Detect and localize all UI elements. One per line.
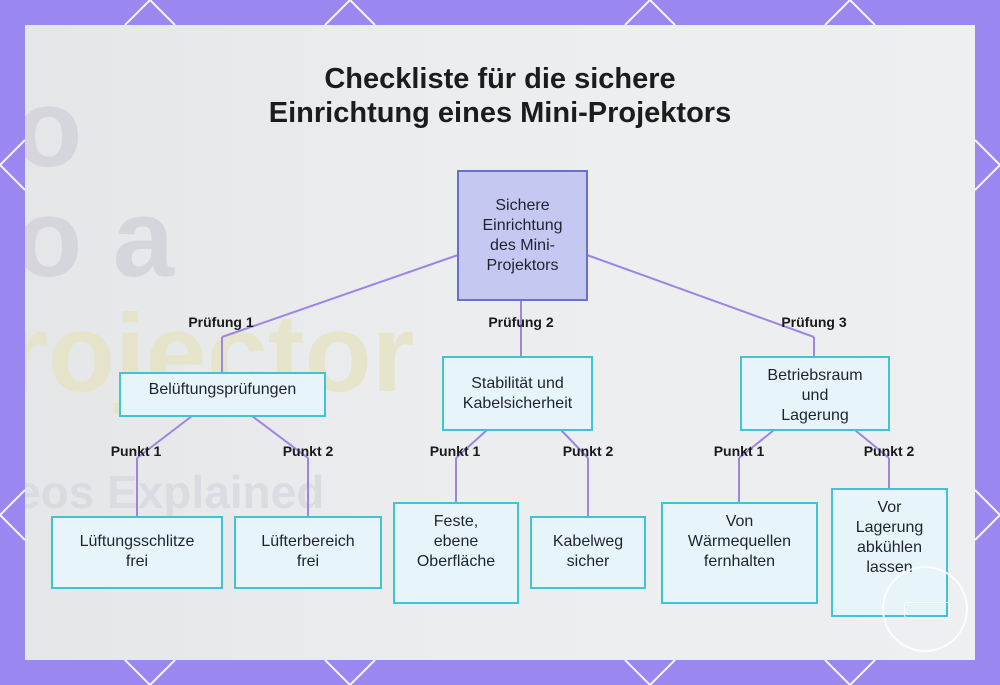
edge-label-b3-punkt-2: Punkt 2 [863, 443, 915, 459]
connector-b2-p2 [560, 429, 589, 459]
root-node-line-4: Projektors [486, 256, 559, 274]
node-betriebsraum-lagerung: Betriebsraum und Lagerung [740, 356, 890, 431]
leaf-abkuehlen-line-3: abkühlen [857, 539, 922, 556]
node-stabilitaet-line-1: Stabilität und [471, 374, 564, 392]
leaf-lueftungsschlitze-line-2: frei [125, 553, 149, 570]
edge-label-b1-punkt-1: Punkt 1 [110, 443, 162, 459]
edge-label-b3-punkt-1: Punkt 1 [713, 443, 765, 459]
leaf-feste-line-3: Oberfläche [416, 553, 496, 570]
edge-label-pruefung-3: Prüfung 3 [781, 314, 847, 330]
leaf-kabelweg-line-2: sicher [566, 553, 610, 570]
node-betriebsraum-line-2: und [801, 387, 829, 404]
edge-label-pruefung-1: Prüfung 1 [188, 314, 254, 330]
watermark-logo [882, 566, 968, 652]
leaf-waermequellen-line-3: fernhalten [703, 553, 776, 570]
leaf-abkuehlen-line-1: Vor [877, 499, 902, 516]
edge-label-b2-punkt-2: Punkt 2 [562, 443, 614, 459]
leaf-waermequellen-line-1: Von [725, 513, 754, 530]
node-stabilitaet-line-2: Kabelsicherheit [462, 394, 573, 412]
leaf-luefterbereich-line-1: Lüfterbereich [261, 533, 355, 550]
connector-b1-p2 [251, 415, 309, 459]
background-text-2: o a [25, 177, 174, 300]
leaf-feste-line-2: ebene [433, 533, 479, 550]
title-line-1: Checkliste für die sichere [324, 63, 676, 95]
edge-label-pruefung-2: Prüfung 2 [488, 314, 554, 330]
diagram-title: Checkliste für die sichere Einrichtung e… [0, 62, 1000, 130]
leaf-lueftungsschlitze-frei: Lüftungsschlitze frei [51, 516, 223, 589]
leaf-kabelweg-line-1: Kabelweg [552, 533, 624, 550]
leaf-kabelweg-sicher: Kabelweg sicher [530, 516, 646, 589]
leaf-feste-ebene-oberflaeche: Feste, ebene Oberfläche [393, 502, 519, 604]
connector-b3-p2 [854, 429, 890, 459]
leaf-luefterbereich-frei: Lüfterbereich frei [234, 516, 382, 589]
background-text-1: o [25, 67, 83, 190]
leaf-abkuehlen-line-2: Lagerung [855, 519, 924, 536]
title-line-2: Einrichtung eines Mini-Projektors [268, 97, 732, 129]
node-betriebsraum-line-3: Lagerung [781, 407, 849, 424]
leaf-feste-line-1: Feste, [433, 513, 479, 530]
node-belueftungspruefungen-line-1: Belüftungsprüfungen [148, 381, 297, 398]
connector-b3-p1 [738, 429, 775, 459]
leaf-waermequellen-line-2: Wärmequellen [687, 533, 792, 550]
connector-b2-p1 [455, 429, 488, 459]
connector-root-branch-3 [586, 254, 815, 338]
leaf-luefterbereich-line-2: frei [296, 553, 320, 570]
node-belueftungspruefungen: Belüftungsprüfungen [119, 372, 326, 417]
watermark-logo-mark [904, 602, 950, 618]
connector-b1-p1 [136, 415, 193, 459]
leaf-waermequellen-fernhalten: Von Wärmequellen fernhalten [661, 502, 818, 604]
leaf-lueftungsschlitze-line-1: Lüftungsschlitze [79, 533, 195, 550]
node-betriebsraum-line-1: Betriebsraum [767, 367, 863, 384]
edge-label-b2-punkt-1: Punkt 1 [429, 443, 481, 459]
root-node-line-3: des Mini- [490, 236, 555, 254]
edge-label-b1-punkt-2: Punkt 2 [282, 443, 334, 459]
node-stabilitaet-kabelsicherheit: Stabilität und Kabelsicherheit [442, 356, 593, 431]
root-node-line-1: Sichere [495, 196, 550, 214]
root-node: Sichere Einrichtung des Mini- Projektors [457, 170, 588, 301]
connector-root-branch-1 [221, 254, 459, 338]
root-node-line-2: Einrichtung [482, 216, 563, 234]
background-text-4: eos Explained [25, 466, 325, 518]
